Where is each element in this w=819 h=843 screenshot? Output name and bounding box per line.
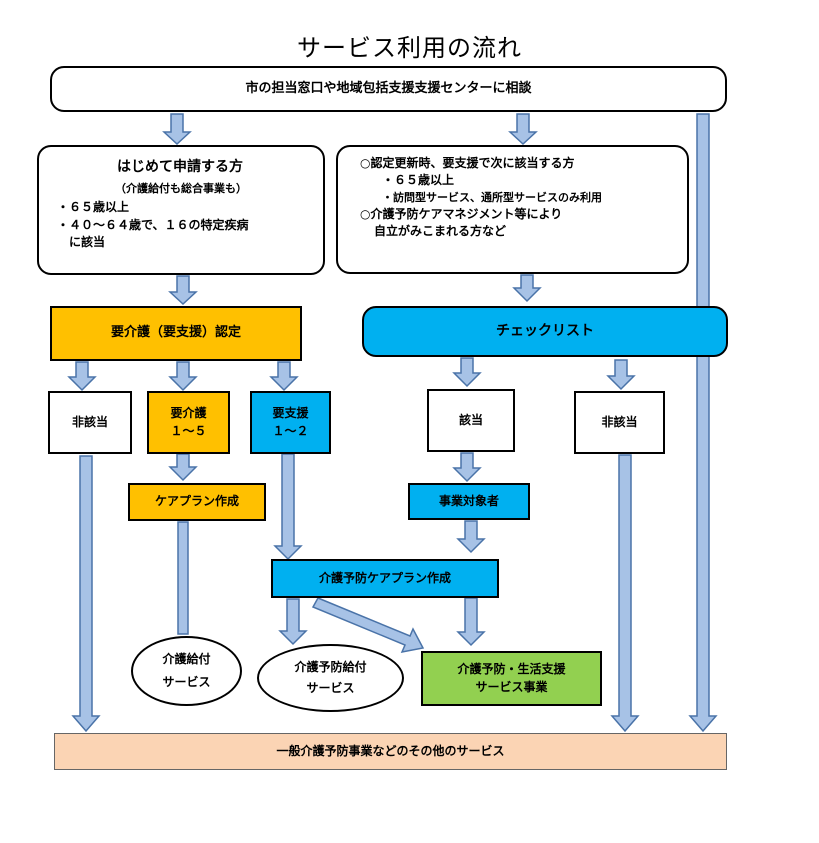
yobo-careplan-box: 介護予防ケアプラン作成 xyxy=(271,559,499,598)
first-apply-heading: はじめて申請する方 xyxy=(117,159,243,175)
yobo-kyufu-line1: 介護予防給付 xyxy=(294,659,367,674)
arrow-yobo-careplan-to-yobo-kyufu xyxy=(278,598,308,646)
arrow-nintei-to-yokaigo xyxy=(168,361,198,392)
careplan-label: ケアプラン作成 xyxy=(154,494,239,509)
seikatsu-line2: サービス事業 xyxy=(475,679,548,694)
kaigo-kyufu-line1: 介護給付 xyxy=(162,651,211,666)
arrow-checklist-to-gaitou xyxy=(452,357,482,388)
arrow-higaitou-right-to-other-services xyxy=(610,454,640,733)
arrow-yobo-careplan-to-seikatsu xyxy=(456,597,486,647)
renewal-line3: ・訪問型サービス、通所型サービスのみ利用 xyxy=(382,190,602,204)
arrow-renewal-to-checklist xyxy=(512,274,542,303)
arrow-gaitou-to-jigyo-taisho xyxy=(452,452,482,483)
kaigo-kyufu-line2: サービス xyxy=(162,675,211,689)
other-services-label: 一般介護予防事業などのその他のサービス xyxy=(276,743,505,758)
higaitou-right-box: 非該当 xyxy=(574,391,665,454)
kaigo-kyufu-ellipse: 介護給付 サービス xyxy=(131,636,242,706)
arrow-yoshien-to-yobo-careplan xyxy=(273,453,303,561)
other-services-box: 一般介護予防事業などのその他のサービス xyxy=(54,733,727,770)
gaitou-label: 該当 xyxy=(458,412,483,427)
yokaigo-box: 要介護 １～５ xyxy=(147,391,230,454)
consult-box: 市の担当窓口や地域包括支援支援センターに相談 xyxy=(50,66,727,112)
renewal-line5: 自立がみこまれる方など xyxy=(374,224,507,239)
first-apply-sub: （介護給付も総合事業も） xyxy=(115,182,247,196)
arrow-consult-to-first-apply xyxy=(162,113,192,146)
yokaigo-line2: １～５ xyxy=(170,423,207,438)
higaitou-left-box: 非該当 xyxy=(48,391,132,454)
arrow-nintei-to-higaitou xyxy=(67,361,97,392)
first-apply-line1: ・６５歳以上 xyxy=(57,200,130,215)
yobo-kyufu-ellipse: 介護予防給付 サービス xyxy=(257,644,404,712)
jigyo-taisho-box: 事業対象者 xyxy=(408,483,530,520)
first-apply-box: はじめて申請する方 （介護給付も総合事業も） ・６５歳以上 ・４０～６４歳で、１… xyxy=(37,145,325,275)
arrow-consult-to-renewal xyxy=(508,113,538,146)
nintei-label: 要介護（要支援）認定 xyxy=(110,325,241,341)
yoshien-line2: １～２ xyxy=(272,423,309,438)
gaitou-box: 該当 xyxy=(427,389,515,452)
first-apply-line2: ・４０～６４歳で、１６の特定疾病 xyxy=(57,217,249,232)
checklist-box: チェックリスト xyxy=(362,306,728,357)
renewal-line1: ○認定更新時、要支援で次に該当する方 xyxy=(360,156,575,170)
first-apply-line3: に該当 xyxy=(57,235,106,250)
arrow-nintei-to-yoshien xyxy=(269,361,299,392)
nintei-box: 要介護（要支援）認定 xyxy=(50,306,302,361)
arrow-consult-to-other-services xyxy=(688,113,718,733)
higaitou-right-label: 非該当 xyxy=(601,414,638,429)
careplan-box: ケアプラン作成 xyxy=(128,483,266,521)
higaitou-left-label: 非該当 xyxy=(71,414,108,429)
seikatsu-line1: 介護予防・生活支援 xyxy=(457,662,566,677)
yobo-kyufu-line2: サービス xyxy=(306,681,355,695)
seikatsu-box: 介護予防・生活支援 サービス事業 xyxy=(421,651,602,706)
arrow-careplan-to-kaigo-kyufu xyxy=(177,521,189,635)
yokaigo-line1: 要介護 xyxy=(170,406,207,421)
diagram-title: サービス利用の流れ xyxy=(297,34,522,62)
consult-label: 市の担当窓口や地域包括支援支援センターに相談 xyxy=(245,80,532,96)
arrow-first-apply-to-nintei xyxy=(168,275,198,306)
yoshien-line1: 要支援 xyxy=(272,406,309,421)
yobo-careplan-label: 介護予防ケアプラン作成 xyxy=(318,570,451,585)
checklist-label: チェックリスト xyxy=(496,323,594,340)
renewal-box: ○認定更新時、要支援で次に該当する方 ・６５歳以上 ・訪問型サービス、通所型サー… xyxy=(336,145,689,274)
renewal-line4: ○介護予防ケアマネジメント等により xyxy=(360,206,563,221)
arrow-higaitou-to-other-services xyxy=(71,455,101,733)
yoshien-box: 要支援 １～２ xyxy=(250,391,331,454)
arrow-yokaigo-to-careplan xyxy=(168,453,198,482)
arrow-yobo-careplan-to-seikatsu-diagonal xyxy=(311,597,425,654)
arrow-checklist-to-higaitou xyxy=(606,359,636,391)
renewal-line2: ・６５歳以上 xyxy=(382,173,455,188)
arrow-jigyo-taisho-to-yobo-careplan xyxy=(456,520,486,554)
jigyo-taisho-label: 事業対象者 xyxy=(438,493,499,508)
